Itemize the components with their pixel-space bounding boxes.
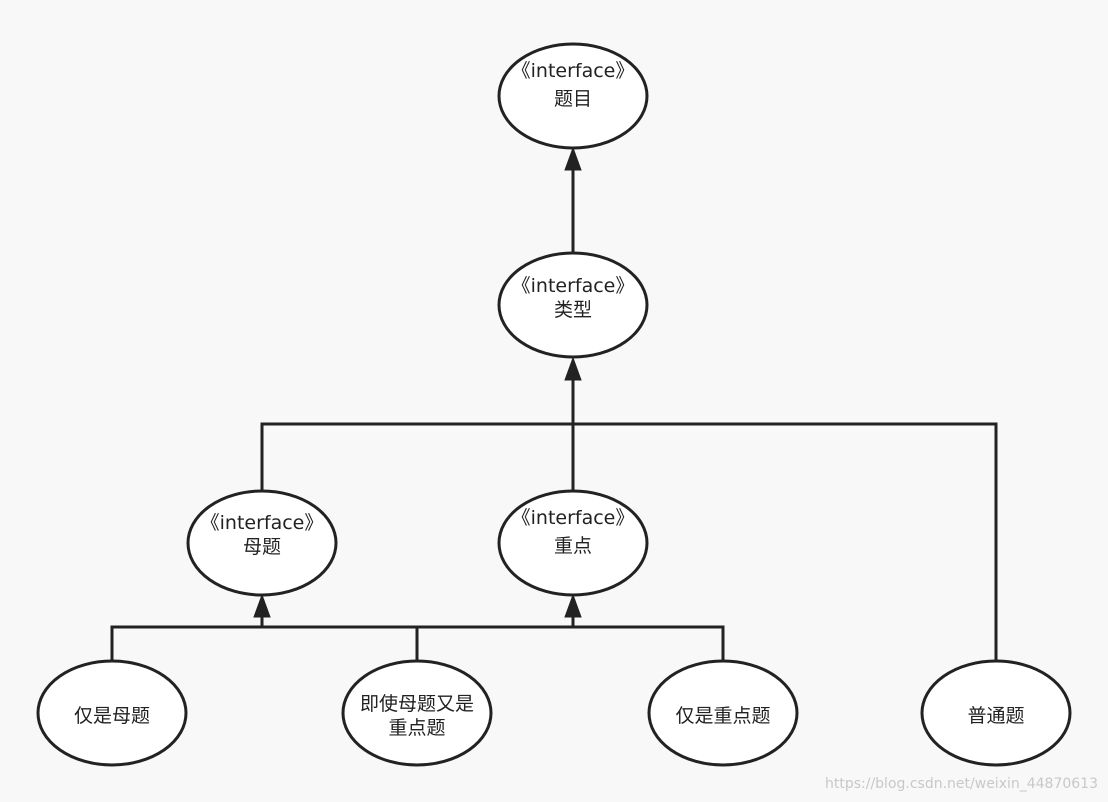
node-topic-label: 题目 <box>554 88 592 110</box>
node-type-stereotype: 《interface》 <box>512 275 635 297</box>
node-key-stereotype: 《interface》 <box>512 507 635 529</box>
edge-only-parent-to-parent <box>110 625 262 660</box>
node-only-parent-shape <box>36 659 188 767</box>
node-only-key[interactable]: 仅是重点题 <box>647 659 799 767</box>
node-only-parent-label: 仅是母题 <box>74 705 150 727</box>
edge-normal-to-type <box>573 422 998 660</box>
node-parent[interactable]: 《interface》 母题 <box>186 489 338 597</box>
watermark: https://blog.csdn.net/weixin_44870613 <box>825 776 1098 792</box>
node-type[interactable]: 《interface》 类型 <box>497 251 649 359</box>
node-normal-shape <box>920 659 1072 767</box>
node-only-key-label: 仅是重点题 <box>675 705 770 727</box>
node-topic-shape <box>497 42 649 150</box>
node-parent-shape <box>186 489 338 597</box>
node-type-shape <box>497 251 649 359</box>
node-only-key-shape <box>647 659 799 767</box>
arrowhead-key <box>564 593 582 618</box>
node-normal-label: 普通题 <box>967 705 1024 727</box>
node-type-label: 类型 <box>554 299 592 321</box>
node-parent-stereotype: 《interface》 <box>201 512 324 534</box>
node-both-label-line1: 即使母题又是 <box>360 693 474 715</box>
node-key-label: 重点 <box>554 535 592 557</box>
edge-parent-to-type <box>260 422 573 491</box>
arrowhead-type <box>564 356 582 381</box>
node-key-shape <box>497 489 649 597</box>
node-both-label-line2: 重点题 <box>388 717 445 739</box>
node-both[interactable]: 即使母题又是 重点题 <box>341 659 493 767</box>
node-topic[interactable]: 《interface》 题目 <box>497 42 649 150</box>
node-topic-stereotype: 《interface》 <box>512 60 635 82</box>
arrowhead-parent <box>253 593 271 618</box>
edge-only-key-to-key <box>573 625 725 660</box>
node-parent-label: 母题 <box>243 536 281 558</box>
arrowhead-topic <box>564 146 582 171</box>
edge-both-to-parent <box>262 625 419 660</box>
node-key[interactable]: 《interface》 重点 <box>497 489 649 597</box>
node-normal[interactable]: 普通题 <box>920 659 1072 767</box>
node-only-parent[interactable]: 仅是母题 <box>36 659 188 767</box>
node-both-shape <box>341 659 493 767</box>
edges <box>110 146 998 660</box>
